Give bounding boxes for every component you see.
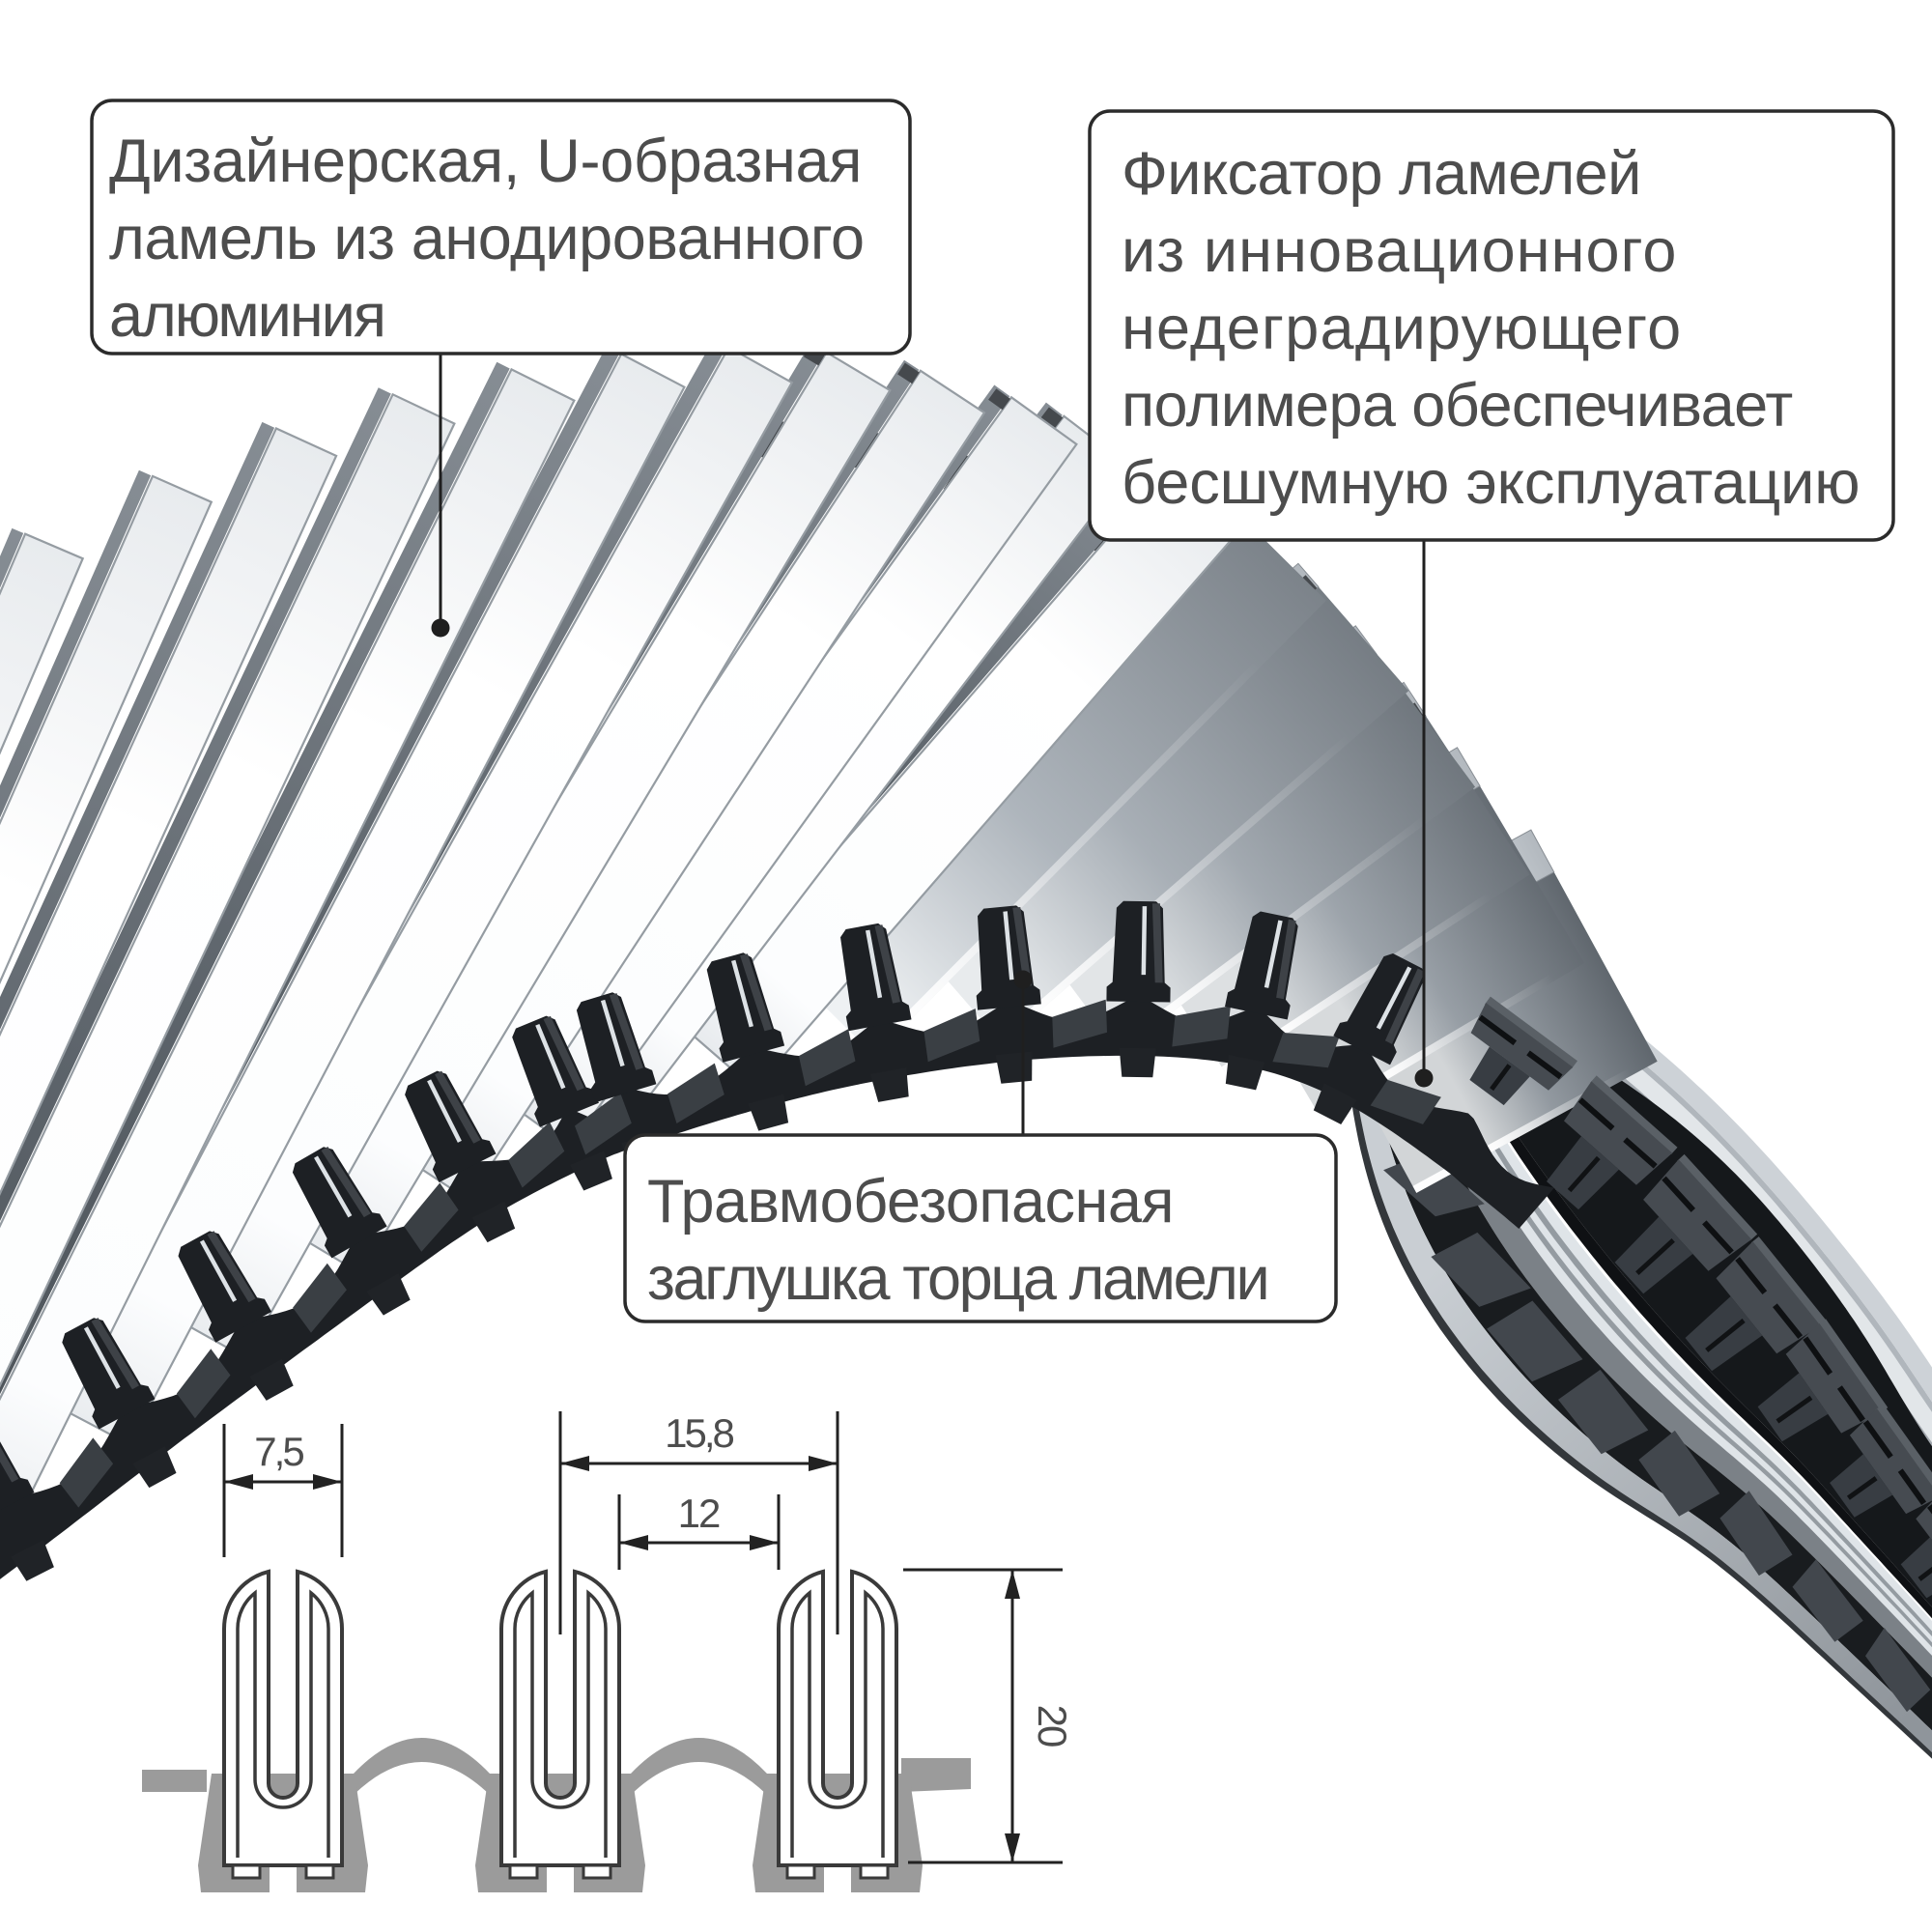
svg-text:из инновационного: из инновационного [1122, 217, 1677, 285]
svg-text:7,5: 7,5 [254, 1429, 303, 1474]
svg-text:20: 20 [1030, 1705, 1075, 1747]
svg-text:Травмобезопасная: Травмобезопасная [647, 1168, 1174, 1236]
svg-text:12: 12 [678, 1491, 720, 1536]
svg-text:заглушка торца ламели: заглушка торца ламели [647, 1245, 1267, 1313]
svg-text:полимера обеспечивает: полимера обеспечивает [1122, 372, 1793, 440]
svg-text:15,8: 15,8 [665, 1410, 733, 1456]
svg-text:Фиксатор ламелей: Фиксатор ламелей [1122, 140, 1641, 208]
svg-text:бесшумную эксплуатацию: бесшумную эксплуатацию [1122, 449, 1860, 517]
svg-text:недеградирующего: недеградирующего [1122, 295, 1682, 362]
svg-text:алюминия: алюминия [109, 282, 384, 350]
svg-text:Дизайнерская, U-образная: Дизайнерская, U-образная [109, 128, 862, 195]
svg-text:ламель из анодированного: ламель из анодированного [109, 205, 865, 272]
